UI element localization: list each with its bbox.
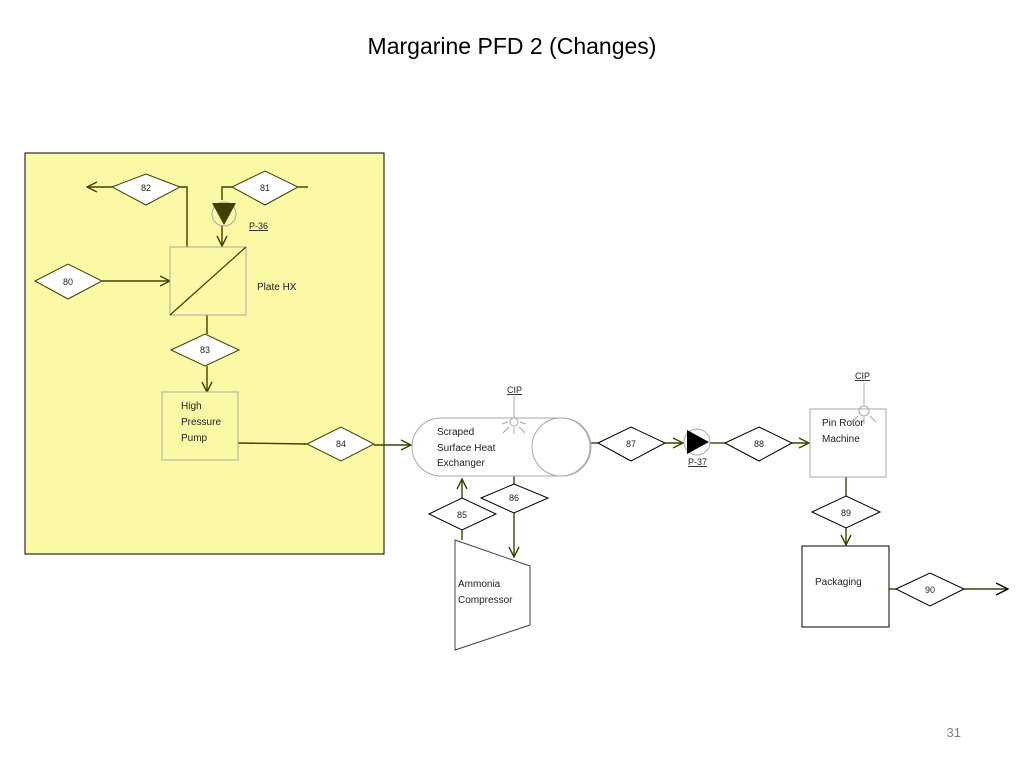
stream-86: 86: [479, 483, 550, 514]
svg-text:90: 90: [925, 585, 935, 595]
pump-p37-label: P-37: [688, 457, 707, 467]
pump-p36: [211, 201, 237, 227]
svg-text:87: 87: [626, 439, 636, 449]
stream-81: 81: [230, 170, 300, 206]
pump-p37: [683, 428, 711, 456]
scraped-surface-heat-exchanger: [411, 417, 592, 477]
spray-nozzle-icon: [501, 396, 527, 434]
ammonia-compressor: [454, 539, 531, 651]
stream-82: 82: [110, 173, 182, 206]
hp-pump-label: High Pressure Pump: [181, 401, 224, 444]
pump-icon: [211, 201, 237, 227]
stream-83: 83: [169, 333, 241, 367]
svg-text:82: 82: [141, 183, 151, 193]
ammonia-compressor-label: Ammonia Compressor: [458, 579, 513, 606]
svg-text:85: 85: [457, 510, 467, 520]
svg-text:86: 86: [509, 493, 519, 503]
sshe-label: Scraped Surface Heat Exchanger: [437, 427, 498, 469]
line-pump-to-84: [237, 442, 308, 445]
plate-heat-exchanger: [169, 246, 247, 316]
svg-text:83: 83: [200, 345, 210, 355]
stream-84: 84: [305, 426, 376, 462]
pin-rotor-cip-label: CIP: [855, 371, 870, 381]
plate-hx-label: Plate HX: [257, 282, 297, 293]
packaging: [801, 545, 890, 628]
stream-88: 88: [723, 426, 794, 462]
svg-text:84: 84: [336, 439, 346, 449]
pin-rotor-label: Pin Rotor Machine: [822, 418, 866, 445]
svg-text:80: 80: [63, 277, 73, 287]
high-pressure-pump: [161, 391, 239, 461]
line-81-to-pump: [221, 186, 232, 200]
spray-nozzle-icon: [851, 383, 877, 424]
svg-text:88: 88: [754, 439, 764, 449]
packaging-label: Packaging: [815, 577, 862, 588]
svg-text:89: 89: [841, 508, 851, 518]
stream-85: 85: [427, 497, 498, 531]
stream-80: 80: [33, 263, 104, 300]
page-number: 31: [946, 725, 961, 740]
stream-87: 87: [596, 426, 667, 462]
line-hx-to-82: [180, 186, 188, 247]
slide-title: Margarine PFD 2 (Changes): [367, 33, 657, 59]
stream-89: 89: [810, 495, 882, 529]
pump-p36-label: P-36: [249, 221, 268, 231]
svg-text:81: 81: [260, 183, 270, 193]
sshe-cip-label: CIP: [507, 385, 522, 395]
stream-90: 90: [894, 572, 966, 607]
pin-rotor-machine: [809, 408, 887, 478]
